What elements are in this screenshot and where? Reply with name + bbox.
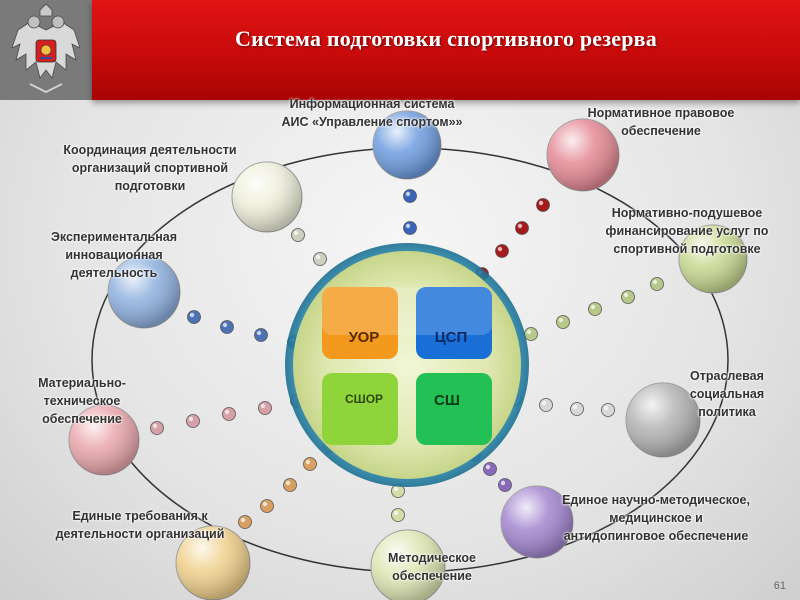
label-line: Нормативно-подушевое <box>611 206 763 220</box>
connector-dot <box>556 315 570 329</box>
label-line: Информационная система <box>289 97 455 111</box>
label-line: Нормативное правовое <box>587 106 735 120</box>
label-line: Координация деятельности <box>63 143 237 157</box>
connector-dot <box>187 310 201 324</box>
label-line: Экспериментальная <box>50 230 177 244</box>
connector-dot <box>650 277 664 291</box>
connector-dot <box>186 414 200 428</box>
connector-dot <box>150 421 164 435</box>
label-line: антидопинговое обеспечение <box>563 529 749 543</box>
connector-dot <box>283 478 297 492</box>
connector-dot <box>260 499 274 513</box>
connector-dot <box>483 462 497 476</box>
label-line: политика <box>698 405 756 419</box>
connector-dot <box>220 320 234 334</box>
label-line: Отраслевая <box>690 369 764 383</box>
quadrant-ssh <box>416 373 492 445</box>
connector-dot <box>391 508 405 522</box>
connector-dot <box>495 244 509 258</box>
connector-dot <box>313 252 327 266</box>
label-requirements: Единые требования к деятельности организа… <box>20 507 260 543</box>
quadrant-ssh-label: СШ <box>434 392 460 409</box>
connector-dot <box>303 457 317 471</box>
node-spheres <box>68 110 748 600</box>
label-policy: Отраслевая социальная политика <box>672 367 782 421</box>
sphere-coordination <box>231 161 303 233</box>
label-legal: Нормативное правовое обеспечение <box>566 104 756 140</box>
sphere-info <box>372 110 442 180</box>
label-science: Единое научно-методическое, медицинское и… <box>526 491 786 545</box>
quadrant-csp-label: ЦСП <box>435 329 468 346</box>
label-line: Единое научно-методическое, <box>562 493 750 507</box>
label-line: обеспечение <box>42 412 122 426</box>
connector-dot <box>222 407 236 421</box>
quadrant-csp <box>416 287 492 359</box>
connector-dot <box>515 221 529 235</box>
connector-dot <box>498 478 512 492</box>
label-finance: Нормативно-подушевое финансирование услуг… <box>582 204 792 258</box>
label-line: деятельности организаций <box>55 527 225 541</box>
label-method: Методическое обеспечение <box>362 549 502 585</box>
page-number: 61 <box>773 580 786 592</box>
connector-dot <box>601 403 615 417</box>
connector-dot <box>570 402 584 416</box>
center-hub: УОР ЦСП СШОР СШ <box>285 243 529 487</box>
label-line: Единые требования к <box>72 509 208 523</box>
label-coordination: Координация деятельности организаций спор… <box>28 141 272 195</box>
label-line: обеспечение <box>621 124 701 138</box>
label-line: медицинское и <box>609 511 703 525</box>
label-line: организаций спортивной <box>71 161 229 175</box>
label-line: АИС «Управление спортом»» <box>281 115 463 129</box>
connector-dot <box>524 327 538 341</box>
connector-dot <box>621 290 635 304</box>
connector-dot <box>536 198 550 212</box>
quadrant-uor <box>322 287 398 359</box>
label-material: Материально-техническое обеспечение <box>14 374 150 428</box>
sphere-finance <box>678 224 748 294</box>
label-line: Методическое <box>388 551 476 565</box>
connector-dot <box>403 189 417 203</box>
sphere-innovation <box>107 255 181 329</box>
label-line: спортивной подготовке <box>613 242 761 256</box>
label-line: деятельность <box>70 266 158 280</box>
connector-dot <box>291 228 305 242</box>
connector-dot <box>539 398 553 412</box>
quadrant-sshor <box>322 373 398 445</box>
title-bar: Система подготовки спортивного резерва <box>92 0 800 100</box>
label-line: обеспечение <box>392 569 472 583</box>
label-innovation: Экспериментальная инновационная деятельнос… <box>14 228 214 282</box>
sphere-material <box>68 404 140 476</box>
emblem-panel <box>0 0 92 100</box>
connector-dot <box>258 401 272 415</box>
sphere-requirements <box>175 525 251 600</box>
quadrant-uor-label: УОР <box>349 329 380 346</box>
connector-dot <box>403 221 417 235</box>
sphere-science <box>500 485 574 559</box>
label-line: Материально- <box>38 376 126 390</box>
sphere-legal <box>546 118 620 192</box>
label-line: техническое <box>43 394 121 408</box>
label-line: финансирование услуг по <box>605 224 769 238</box>
page-title: Система подготовки спортивного резерва <box>235 26 657 51</box>
connector-dot <box>254 328 268 342</box>
label-line: инновационная <box>65 248 163 262</box>
label-line: подготовки <box>114 179 186 193</box>
label-line: социальная <box>689 387 765 401</box>
connector-dot <box>588 302 602 316</box>
sphere-method <box>370 529 446 600</box>
quadrant-sshor-label: СШОР <box>345 392 383 406</box>
double-headed-eagle-emblem-icon <box>11 3 81 94</box>
sphere-policy <box>625 382 701 458</box>
